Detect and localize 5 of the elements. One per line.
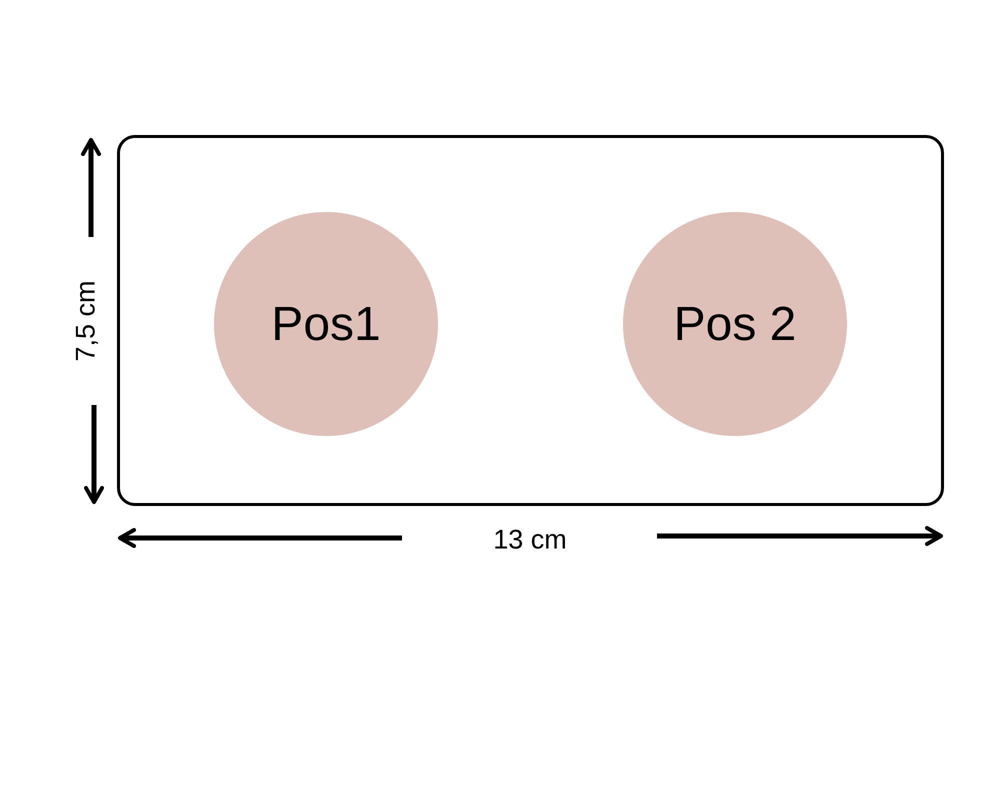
dimension-label: 7,5 cm: [70, 280, 102, 362]
dimension-label: 13 cm: [493, 524, 567, 556]
position-label: Pos 2: [674, 296, 796, 352]
tray-outline: [117, 135, 944, 506]
position-label: Pos1: [271, 296, 381, 352]
